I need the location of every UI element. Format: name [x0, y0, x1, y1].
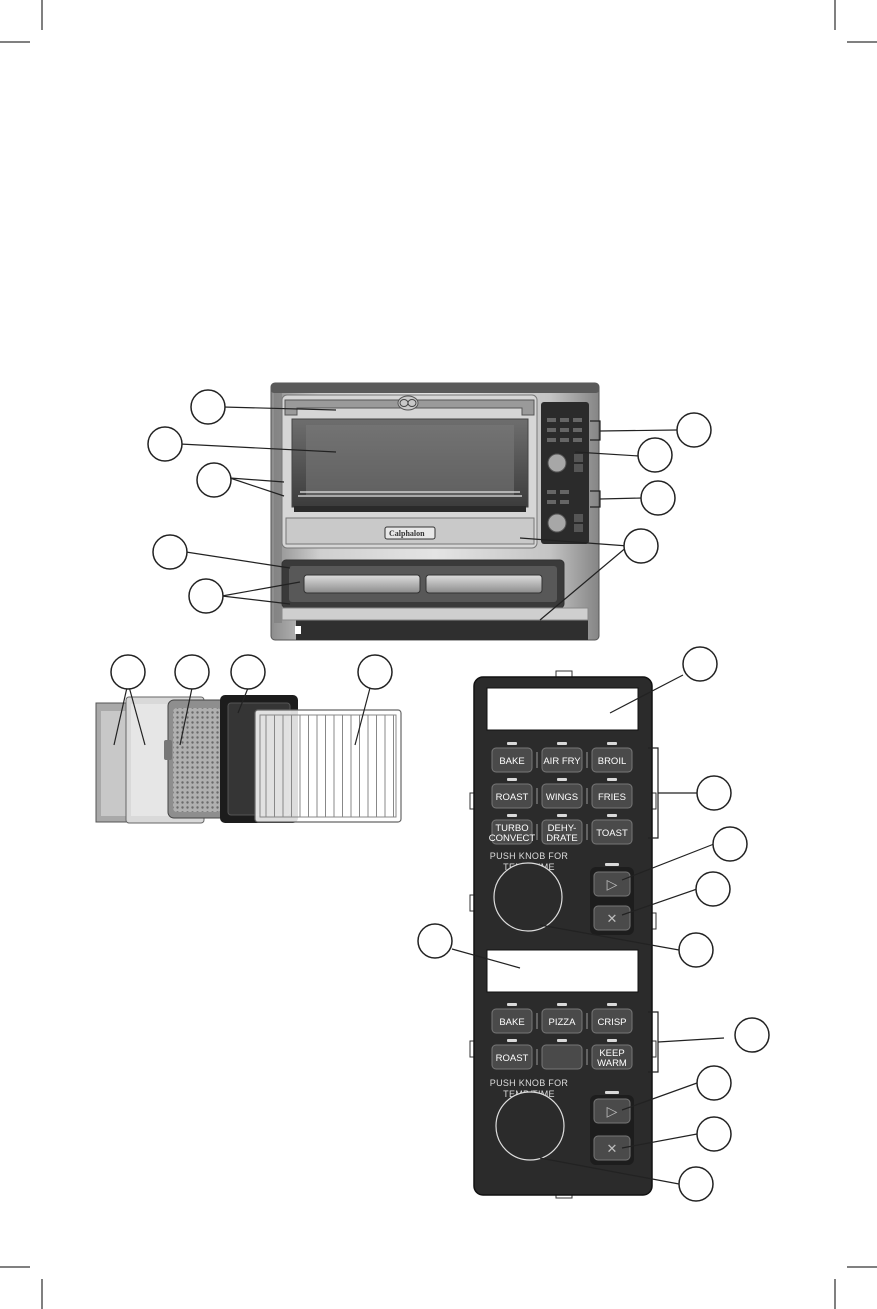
upper-knob-note-line1: PUSH KNOB FOR	[490, 851, 569, 861]
lower-start-icon: ▷	[607, 1104, 618, 1120]
oven-top-rim	[271, 383, 599, 393]
lower-mini-cancel	[574, 524, 583, 532]
upper-function-button-label-8-0: TOAST	[596, 828, 628, 839]
upper-function-led-8	[607, 814, 617, 817]
upper-cancel-button[interactable]: ✕	[594, 906, 630, 930]
upper-function-button-label-4-0: WINGS	[546, 792, 578, 803]
callout-upper-function-buttons	[697, 776, 731, 810]
upper-function-button-label-0-0: BAKE	[499, 756, 524, 767]
lower-function-led-0	[507, 1003, 517, 1006]
upper-mini-start	[574, 454, 583, 462]
upper-function-button-label-5-0: FRIES	[598, 792, 626, 803]
oven-crumb-tray	[294, 506, 526, 512]
upper-function-led-7	[557, 814, 567, 817]
callout-lower-display	[418, 924, 452, 958]
callout-lower-function-buttons	[735, 1018, 769, 1052]
lower-mini-knob	[548, 514, 566, 532]
callout-wire-rack	[358, 655, 392, 689]
upper-function-led-1	[557, 742, 567, 745]
upper-start-button[interactable]: ▷	[594, 872, 630, 896]
upper-function-led-2	[607, 742, 617, 745]
lower-handle-right	[426, 575, 542, 593]
upper-start-icon: ▷	[607, 877, 618, 893]
upper-mini-knob	[548, 454, 566, 472]
lower-function-button-label-2-0: CRISP	[597, 1017, 626, 1028]
upper-start-led	[605, 863, 619, 866]
oven-feet	[296, 620, 588, 640]
brand-emblem	[398, 396, 418, 410]
callout-lower-functions	[641, 481, 675, 515]
callout-upper-start	[713, 827, 747, 861]
callout-lower-knob	[679, 1167, 713, 1201]
upper-function-button-label-7-1: DRATE	[546, 833, 578, 844]
lower-mini-start	[574, 514, 583, 522]
upper-function-button-label-3-0: ROAST	[496, 792, 529, 803]
upper-temp-time-knob[interactable]	[494, 863, 562, 931]
oven-illustration: Calphalon	[271, 383, 599, 640]
lower-function-led-2	[607, 1003, 617, 1006]
callout-lower-handles	[189, 579, 223, 613]
upper-cancel-icon: ✕	[607, 912, 618, 927]
lower-function-button-label-3-0: ROAST	[496, 1053, 529, 1064]
lower-cancel-icon: ✕	[607, 1142, 618, 1157]
upper-function-button-label-2-0: BROIL	[598, 756, 627, 767]
upper-function-button-label-1-0: AIR FRY	[543, 756, 581, 767]
upper-display	[487, 688, 638, 730]
callout-door-handle	[191, 390, 225, 424]
oven-cavity-back	[306, 425, 514, 495]
upper-function-led-5	[607, 778, 617, 781]
oven-brand: Calphalon	[389, 529, 425, 538]
callout-upper-controls	[638, 438, 672, 472]
lower-start-led	[605, 1091, 619, 1094]
lower-function-button-label-0-0: BAKE	[499, 1017, 524, 1028]
lower-display	[487, 950, 638, 992]
callout-lower-cancel	[697, 1117, 731, 1151]
callout-upper-display	[683, 647, 717, 681]
lower-knob-note-line1: PUSH KNOB FOR	[490, 1078, 569, 1088]
wire-rack-accessory	[255, 710, 401, 822]
lower-function-led-5	[607, 1039, 617, 1042]
lower-function-led-3	[507, 1039, 517, 1042]
power-switch	[295, 626, 301, 634]
upper-function-button-label-6-1: CONVECT	[489, 833, 536, 844]
lower-start-button[interactable]: ▷	[594, 1099, 630, 1123]
callout-lower-start	[697, 1066, 731, 1100]
callout-rack-positions	[197, 463, 231, 497]
lower-function-led-1	[557, 1003, 567, 1006]
callout-crumb-tray-pans	[111, 655, 145, 689]
lower-handle-left	[304, 575, 420, 593]
callout-upper-cancel	[696, 872, 730, 906]
accessories-illustration	[96, 695, 401, 823]
upper-mini-cancel	[574, 464, 583, 472]
callout-oven-window	[148, 427, 182, 461]
lower-temp-time-knob[interactable]	[496, 1092, 564, 1160]
lower-function-button-label-1-0: PIZZA	[549, 1017, 577, 1028]
callout-upper-knob	[679, 933, 713, 967]
callout-lower-compartment	[153, 535, 187, 569]
lower-function-led-4	[557, 1039, 567, 1042]
oven-side-shading	[274, 393, 282, 623]
lower-function-button-face-4	[542, 1045, 582, 1069]
upper-function-led-0	[507, 742, 517, 745]
callout-oven-base	[624, 529, 658, 563]
upper-function-led-3	[507, 778, 517, 781]
upper-function-led-4	[557, 778, 567, 781]
upper-function-led-6	[507, 814, 517, 817]
lower-function-button-label-5-1: WARM	[597, 1058, 627, 1069]
callout-air-fry-basket	[175, 655, 209, 689]
callout-baking-tray	[231, 655, 265, 689]
callout-upper-functions	[677, 413, 711, 447]
air-fry-basket-accessory	[164, 700, 226, 818]
